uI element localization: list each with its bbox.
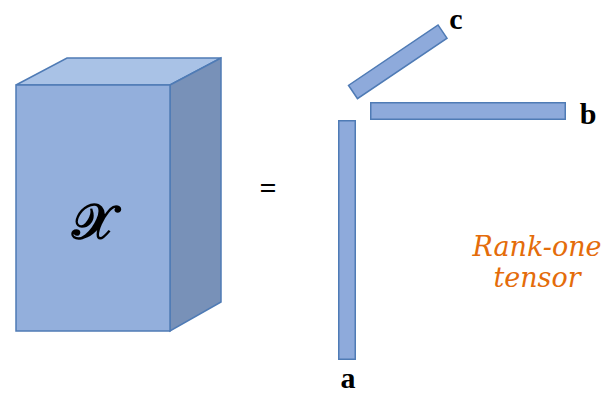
vector-bar-a-outline	[338, 120, 356, 360]
equals-sign: =	[259, 171, 276, 206]
bar-c	[349, 25, 447, 99]
tensor-cube: 𝒳	[15, 57, 222, 333]
vector-bar-b-outline	[370, 102, 566, 120]
vector-label: c	[449, 4, 462, 34]
cube-side	[170, 58, 221, 331]
tensor-cube-outline	[15, 57, 222, 333]
vector-bar-a: a	[338, 120, 356, 360]
cube-front	[16, 85, 170, 331]
rank-one-note: Rank-one tensor	[468, 231, 606, 293]
vector-bar-c: c	[338, 24, 448, 106]
vector-label: b	[580, 99, 597, 129]
tensor-symbol: 𝒳	[72, 197, 115, 247]
vector-bar-c-outline	[338, 24, 448, 106]
bar-c-group	[349, 25, 447, 99]
vector-bar-b: b	[370, 102, 566, 120]
bar-b	[371, 103, 566, 120]
bar-a	[339, 121, 356, 360]
vector-label: a	[341, 363, 356, 393]
